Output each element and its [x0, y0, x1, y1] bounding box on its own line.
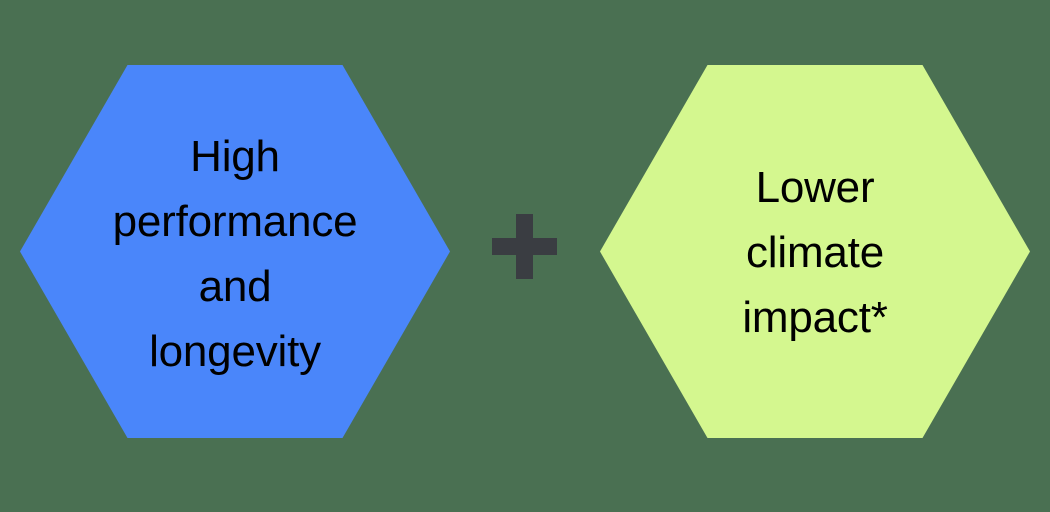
hexagon-high-performance[interactable]: High performance and longevity [20, 65, 450, 438]
hexagon-lower-climate-impact[interactable]: Lower climate impact* [600, 65, 1030, 438]
hexagon-lower-climate-impact-label: Lower climate impact* [742, 163, 888, 342]
plus-icon [492, 214, 557, 279]
plus-icon-vertical-bar [516, 214, 533, 279]
hexagon-high-performance-label: High performance and longevity [112, 131, 358, 376]
